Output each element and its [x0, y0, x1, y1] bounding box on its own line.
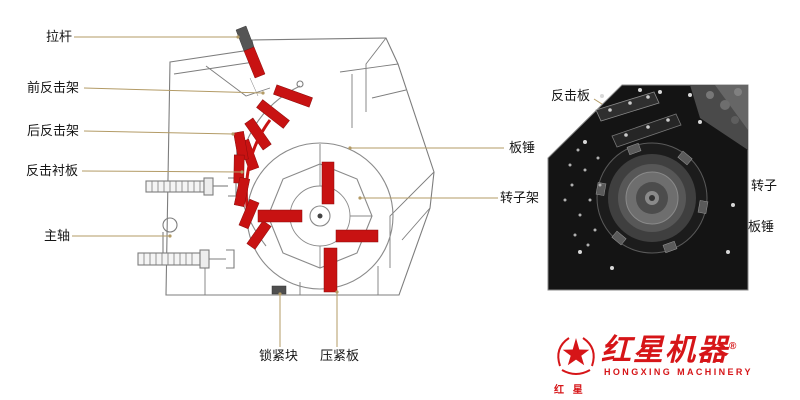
impact-liner-part [244, 119, 272, 216]
rear-impact-rack [233, 131, 272, 250]
label-locking-block: 锁紧块 [259, 348, 299, 363]
label-rear-impact-frame: 后反击架 [27, 123, 80, 138]
schematic-drawing [137, 37, 435, 296]
photo-label-impact-plate: 反击板 [551, 88, 591, 103]
photo-label-blow-bar: 板锤 [748, 219, 775, 234]
label-front-impact-frame: 前反击架 [27, 80, 80, 95]
label-rotor-frame: 转子架 [500, 190, 540, 205]
blow-bar-parts [257, 161, 379, 293]
spring-assembly [137, 177, 237, 269]
photo-blow-bars [595, 142, 709, 254]
label-blow-bar: 板锤 [509, 140, 536, 155]
logo-star-caption: 红 星 [554, 385, 586, 396]
logo-brand-en: HONGXING MACHINERY [604, 367, 753, 377]
photo-label-rotor: 转子 [751, 178, 778, 193]
particle-spray [563, 148, 602, 247]
photo-rotor [595, 142, 709, 254]
logo-brand-cn-text: 红星机器 [601, 334, 729, 367]
highlighted-red-parts [233, 25, 379, 295]
label-main-shaft: 主轴 [44, 228, 71, 243]
label-impact-liner-plate: 反击衬板 [26, 163, 79, 178]
housing-outline [165, 37, 435, 296]
hongxing-star-icon [552, 330, 600, 385]
label-pressing-plate: 压紧板 [320, 348, 360, 363]
rock-material [690, 85, 748, 150]
photo-impact-plates [595, 91, 682, 148]
photo-bolts [578, 88, 735, 270]
label-tie-rod: 拉杆 [46, 29, 73, 44]
tie-rod-part [235, 25, 266, 97]
photo-panel [547, 84, 749, 291]
logo-brand-cn: 红星机器® [601, 331, 736, 367]
registered-mark: ® [729, 341, 737, 352]
rack-pivot-top [296, 80, 304, 88]
